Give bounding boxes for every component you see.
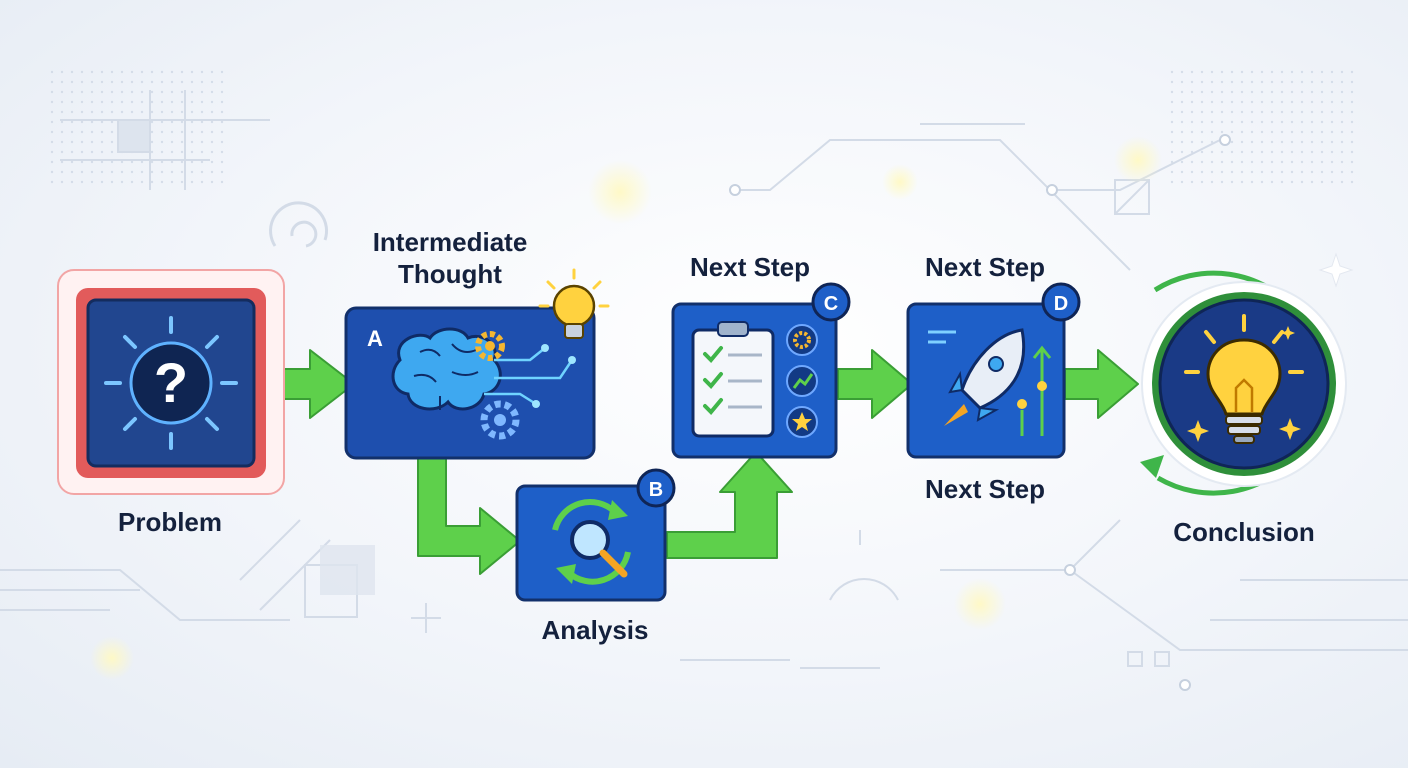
magnifier-cycle-icon — [552, 499, 631, 585]
question-mark-icon: ? — [104, 316, 238, 450]
arrow-next-step-d-to-conclusion — [1064, 349, 1139, 419]
checklist-clipboard-icon — [691, 321, 818, 438]
label-next-step-d-top: Next Step — [925, 252, 1045, 282]
label-problem: Problem — [117, 507, 223, 537]
badge-c: C — [824, 293, 838, 315]
arrow-next-step-c-to-d — [837, 349, 913, 419]
label-next-step-d-bottom: Next Step — [925, 474, 1045, 504]
label-intermediate-line2: Thought — [398, 259, 502, 289]
label-next-step-c: Next Step — [690, 252, 810, 282]
arrow-intermediate-to-analysis — [417, 455, 521, 575]
label-conclusion: Conclusion — [1173, 517, 1315, 547]
arrow-analysis-to-next-step-c — [666, 451, 793, 559]
lightbulb-icon — [538, 268, 610, 339]
lightbulb-icon — [1184, 314, 1304, 444]
badge-a: A — [367, 326, 383, 351]
badge-d: D — [1054, 293, 1068, 315]
label-intermediate-line1: Intermediate — [372, 227, 528, 257]
brain-gears-icon — [391, 327, 576, 440]
rocket-icon — [928, 328, 1052, 436]
svg-text:?: ? — [154, 351, 188, 414]
label-analysis: Analysis — [541, 615, 649, 645]
badge-b: B — [649, 479, 663, 501]
